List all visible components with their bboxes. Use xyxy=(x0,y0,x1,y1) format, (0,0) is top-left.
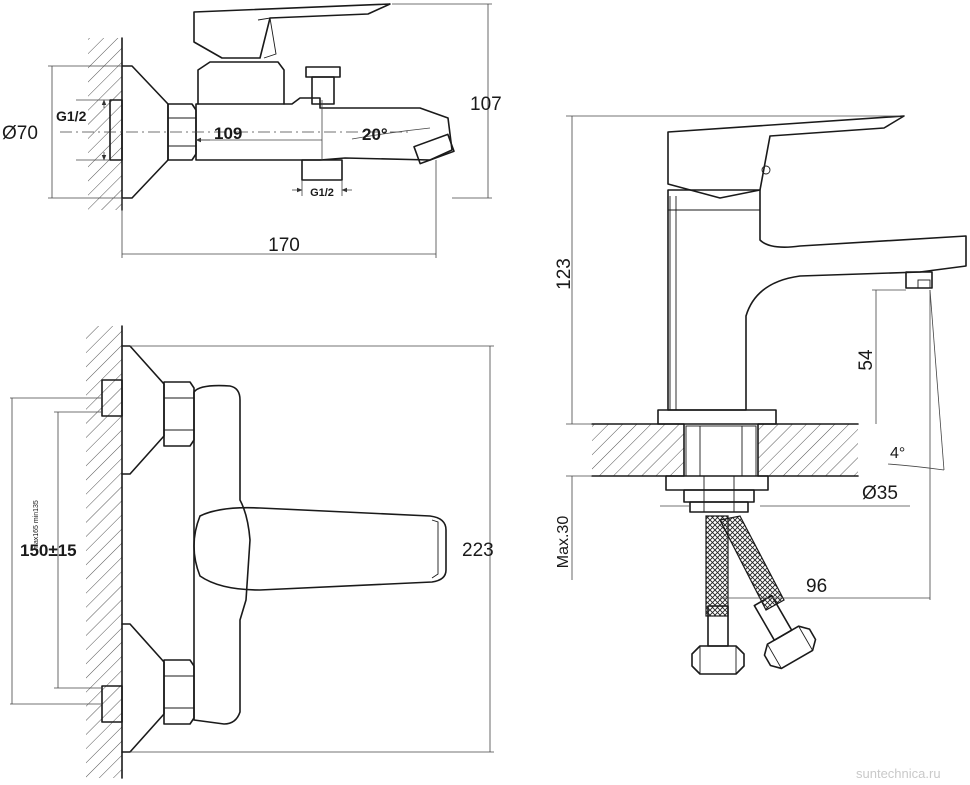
centers-range-label: max165 min135 xyxy=(33,500,40,550)
basin-mixer-view: 123 54 4° Ø35 Max.30 96 xyxy=(554,115,967,675)
lower-eccentric xyxy=(121,623,165,753)
spout-angle-label: 20° xyxy=(362,125,388,144)
max-thickness-label: Max.30 xyxy=(555,516,572,569)
cartridge-column xyxy=(197,61,285,105)
height-223-label: 223 xyxy=(462,540,494,561)
height-123-label: 123 xyxy=(554,258,575,290)
length-170-label: 170 xyxy=(268,235,300,256)
bath-mixer-side-view: G1/2 Ø70 G1/2 109 20° 170 107 xyxy=(2,3,502,258)
wall-hatch-front xyxy=(86,326,122,778)
hole-diameter-label: Ø35 xyxy=(862,483,898,504)
wall-hatch xyxy=(88,38,122,210)
height-107-label: 107 xyxy=(470,94,502,115)
hose-right xyxy=(719,515,785,611)
reach-109-label: 109 xyxy=(214,124,242,143)
thread-outlet-label: G1/2 xyxy=(310,187,334,199)
thread-inlet-label: G1/2 xyxy=(56,108,87,124)
basin-lever xyxy=(667,115,905,199)
front-lever xyxy=(193,506,447,591)
lever-handle xyxy=(193,3,391,59)
hose-left xyxy=(705,515,729,617)
reach-96-label: 96 xyxy=(806,576,827,597)
tilt-angle-label: 4° xyxy=(890,445,905,462)
spout-height-label: 54 xyxy=(856,349,877,371)
countertop-left xyxy=(591,423,685,477)
upper-eccentric xyxy=(121,345,165,475)
countertop-right xyxy=(757,423,859,477)
watermark: suntechnica.ru xyxy=(856,766,941,781)
basin-body xyxy=(667,189,967,411)
centers-label: 150±15 xyxy=(20,541,77,560)
flange-diameter-label: Ø70 xyxy=(2,123,38,144)
front-body xyxy=(193,384,251,725)
bath-mixer-front-view: 150±15 max165 min135 223 xyxy=(10,325,494,779)
